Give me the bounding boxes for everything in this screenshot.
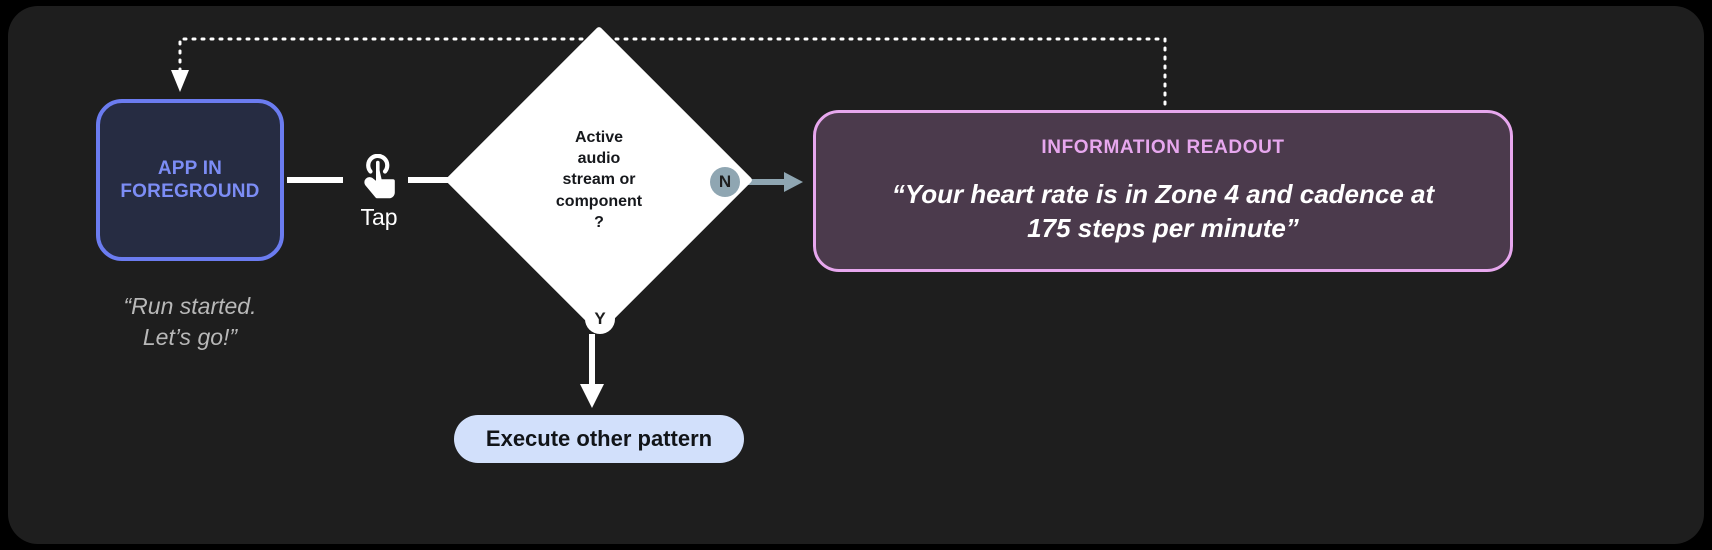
decision-line-1: Active (574, 128, 624, 146)
connector-layer (171, 37, 1167, 408)
tap-gesture-icon (364, 154, 395, 199)
tap-gesture-label: Tap (360, 204, 398, 230)
decision-label: Active audio stream or component ? (490, 71, 708, 289)
node-app-in-foreground[interactable]: APP IN FOREGROUND (96, 99, 284, 261)
app-node-caption: “Run started. Let’s go!” (68, 291, 312, 352)
readout-body-line1: “Your heart rate is in Zone 4 and cadenc… (891, 178, 1435, 209)
diagram-board: APP IN FOREGROUND “Run started. Let’s go… (8, 6, 1704, 544)
app-caption-line2: Let’s go!” (142, 323, 238, 350)
app-node-label-line2: FOREGROUND (120, 181, 260, 202)
yes-to-execute-edge (580, 334, 604, 408)
branch-badge-no: N (710, 167, 740, 197)
app-node-label-line1: APP IN (157, 157, 223, 179)
decision-line-4: component (555, 192, 643, 210)
node-decision-audio-stream[interactable]: Active audio stream or component ? (444, 25, 754, 335)
execute-other-pattern-label: Execute other pattern (485, 426, 713, 451)
tap-gesture-group: Tap (348, 154, 410, 229)
node-execute-other-pattern[interactable]: Execute other pattern (454, 415, 744, 463)
readout-body: “Your heart rate is in Zone 4 and cadenc… (892, 177, 1434, 246)
decision-line-2: audio (577, 150, 621, 168)
node-information-readout[interactable]: INFORMATION READOUT “Your heart rate is … (813, 110, 1513, 272)
readout-title: INFORMATION READOUT (1041, 136, 1285, 158)
readout-body-line2: 175 steps per minute” (1027, 213, 1299, 243)
app-node-label: APP IN FOREGROUND (120, 157, 259, 203)
decision-line-5: ? (594, 213, 604, 231)
branch-badge-yes: Y (585, 304, 615, 334)
app-caption-line1: “Run started. (123, 293, 257, 319)
decision-line-3: stream or (562, 171, 636, 189)
